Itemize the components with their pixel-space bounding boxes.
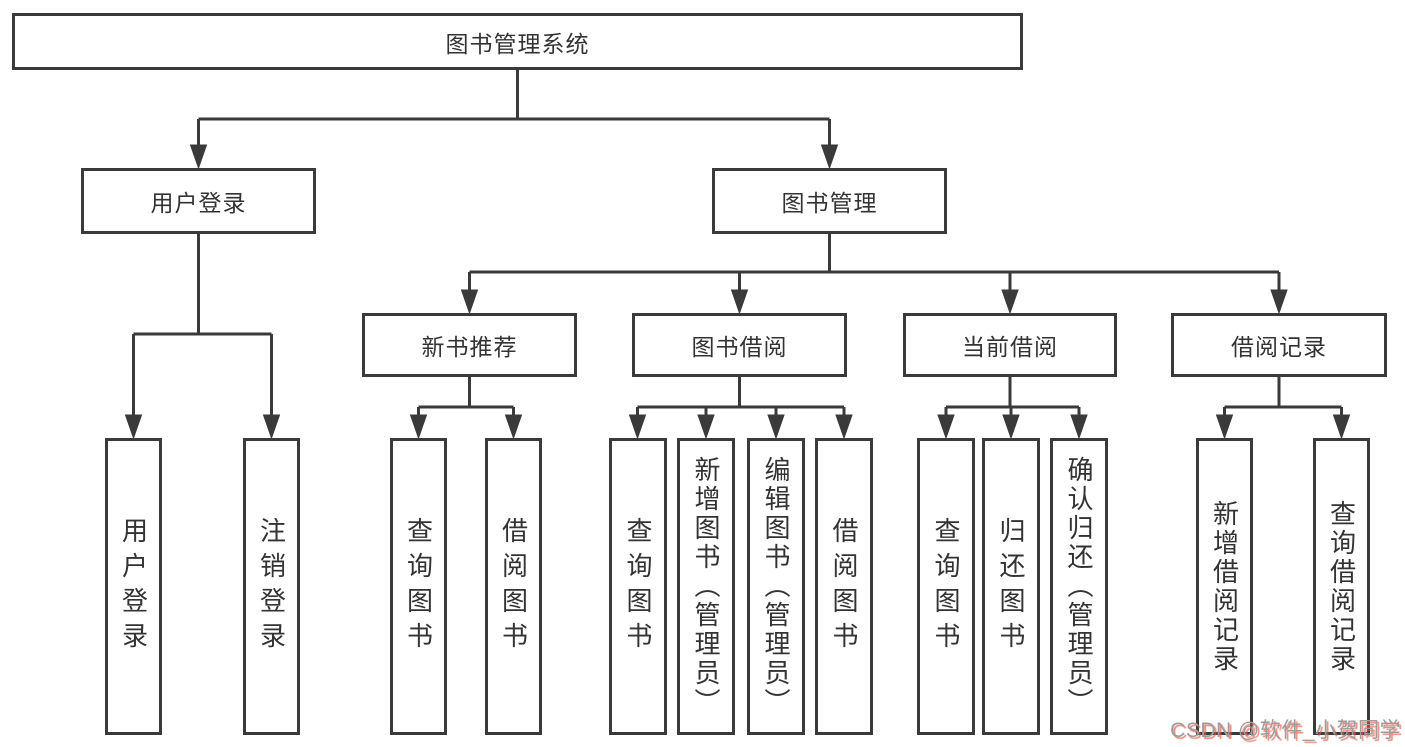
node-leaf-user-login: 用户登录: [105, 438, 162, 735]
connector-book-management-children: [460, 234, 1288, 315]
arrowhead: [1215, 414, 1234, 440]
arrowhead: [937, 414, 955, 440]
arrowhead: [1001, 289, 1019, 315]
node-label: 编辑图书（管理员）: [761, 456, 792, 717]
node-label: 注销登录: [256, 516, 287, 657]
node-book-borrow: 图书借阅: [632, 313, 847, 377]
node-label: 图书管理: [781, 190, 878, 216]
node-leaf-return-books: 归还图书: [982, 438, 1040, 735]
node-leaf-confirm-return-admin: 确认归还（管理员）: [1050, 438, 1108, 735]
node-label: 查询图书: [623, 516, 654, 657]
node-label: 用户登录: [118, 516, 149, 657]
node-label: 查询图书: [403, 516, 434, 657]
node-leaf-query-books-recommend: 查询图书: [390, 438, 447, 735]
node-label: 归还图书: [996, 516, 1027, 657]
arrowhead: [504, 414, 523, 440]
arrowhead: [1270, 289, 1288, 315]
arrowhead: [820, 144, 839, 170]
node-label: 借阅记录: [1231, 334, 1327, 360]
node-label: 新书推荐: [421, 334, 518, 360]
node-label: 查询借阅记录: [1326, 499, 1357, 674]
arrowhead: [697, 414, 715, 440]
node-leaf-borrow-books: 借阅图书: [815, 438, 873, 735]
node-new-book-recommend: 新书推荐: [362, 313, 577, 377]
node-user-login: 用户登录: [81, 168, 316, 234]
node-root-system: 图书管理系统: [12, 13, 1023, 70]
arrowhead: [189, 144, 208, 170]
node-label: 新增图书（管理员）: [691, 456, 722, 717]
node-label: 借阅图书: [829, 516, 860, 657]
connector-borrow-records-children: [1215, 377, 1351, 440]
node-leaf-edit-book-admin: 编辑图书（管理员）: [747, 438, 805, 735]
arrowhead: [1002, 414, 1020, 440]
arrowhead: [628, 414, 647, 440]
connector-book-borrow-children: [628, 377, 853, 440]
node-leaf-logout: 注销登录: [243, 438, 300, 735]
node-label: 新增借阅记录: [1209, 499, 1240, 674]
arrowhead: [730, 289, 749, 315]
arrowhead: [460, 289, 479, 315]
node-label: 确认归还（管理员）: [1064, 456, 1095, 717]
watermark: CSDN @软件_小贺同学: [1170, 719, 1401, 742]
arrowhead: [767, 414, 785, 440]
node-leaf-query-borrow-record: 查询借阅记录: [1313, 438, 1370, 735]
arrowhead: [409, 414, 428, 440]
node-leaf-add-borrow-record: 新增借阅记录: [1196, 438, 1253, 735]
connector-current-borrow-children: [937, 377, 1088, 440]
node-current-borrow: 当前借阅: [903, 313, 1117, 377]
node-label: 用户登录: [150, 190, 247, 216]
arrowhead: [262, 414, 281, 440]
node-leaf-query-books-borrow: 查询图书: [609, 438, 667, 735]
arrowhead: [1332, 414, 1351, 440]
node-leaf-borrow-books-recommend: 借阅图书: [485, 438, 542, 735]
connector-new-book-recommend-children: [409, 377, 523, 440]
node-leaf-query-books-current: 查询图书: [917, 438, 975, 735]
node-label: 查询图书: [931, 516, 962, 657]
arrowhead: [835, 414, 853, 440]
node-label: 当前借阅: [962, 334, 1058, 360]
node-label: 图书借阅: [691, 334, 788, 360]
arrowhead: [1070, 414, 1088, 440]
connector-user-login-children: [124, 234, 281, 440]
connector-root-to-level2: [189, 70, 839, 170]
node-label: 借阅图书: [498, 516, 529, 657]
node-borrow-records: 借阅记录: [1171, 313, 1387, 377]
node-book-management: 图书管理: [712, 168, 947, 234]
node-leaf-add-book-admin: 新增图书（管理员）: [677, 438, 735, 735]
node-label: 图书管理系统: [445, 30, 590, 57]
arrowhead: [124, 414, 143, 440]
